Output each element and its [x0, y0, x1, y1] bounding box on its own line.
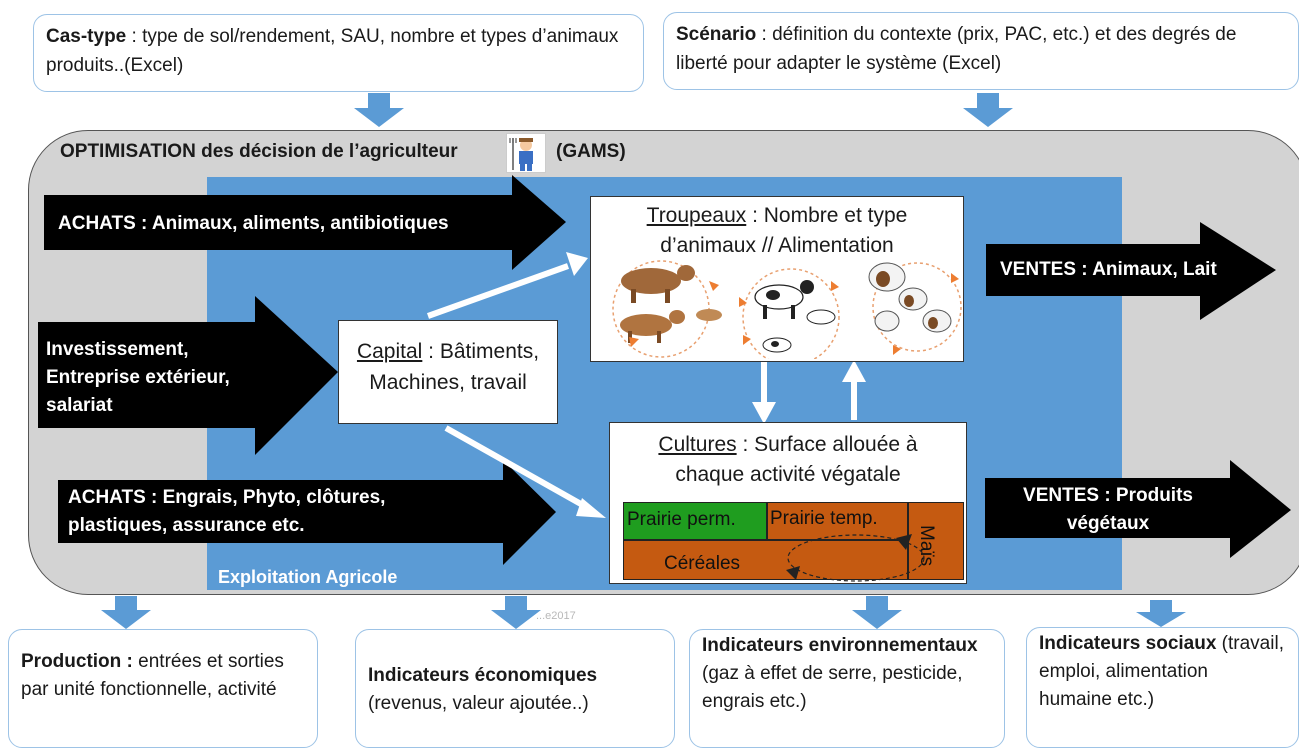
plot-prairie-temp-label: Prairie temp.	[770, 508, 878, 529]
ventes1-label: VENTES : Animaux, Lait	[1000, 259, 1217, 280]
plot-cereales: Céréales	[623, 540, 908, 580]
achats1-arrow	[44, 175, 566, 270]
achats1-label: ACHATS : Animaux, aliments, antibiotique…	[58, 213, 449, 234]
environmental-text: (gaz à effet de serre, pesticide, engrai…	[702, 663, 963, 712]
optimisation-title-text: OPTIMISATION des décision de l’agriculte…	[60, 141, 458, 162]
cultures-text1: : Surface allouée à	[736, 433, 918, 456]
plot-prairie-perm-label: Prairie perm.	[627, 509, 736, 530]
plot-cereales-label: Céréales	[664, 553, 741, 574]
troupeaux-title: Troupeaux	[646, 204, 747, 227]
economic-text: (revenus, valeur ajoutée..)	[368, 693, 589, 714]
achats2-line2: plastiques, assurance etc.	[68, 515, 305, 536]
capital-box: Capital : Bâtiments, Machines, travail	[338, 320, 558, 424]
plot-mais-label: Maïs	[916, 525, 937, 567]
down-arrow-eco	[491, 596, 541, 629]
ventes2-line2: végétaux	[1066, 513, 1150, 534]
down-arrow-cas-type	[354, 93, 404, 127]
sheep-icon	[868, 262, 952, 333]
down-arrow-soc	[1136, 600, 1186, 627]
cas-type-label: Cas-type	[46, 26, 127, 47]
optimisation-title: OPTIMISATION des décision de l’agriculte…	[60, 141, 458, 163]
production-label: Production :	[21, 651, 133, 672]
cas-type-text: : type de sol/rendement, SAU, nombre et …	[46, 26, 619, 76]
beef-cattle-icon	[620, 265, 722, 343]
social-text: (travail, emploi, alimentation humaine e…	[1039, 633, 1284, 710]
scenario-box: Scénario : définition du contexte (prix,…	[663, 12, 1299, 90]
production-box: Production : entrées et sorties par unit…	[8, 629, 318, 748]
capital-text1: : Bâtiments,	[422, 340, 540, 363]
achats2-line1: ACHATS : Engrais, Phyto, clôtures,	[68, 487, 386, 508]
social-label: Indicateurs sociaux	[1039, 633, 1217, 654]
capital-line2: Machines, travail	[369, 371, 527, 394]
economic-label: Indicateurs économiques	[368, 665, 598, 686]
ventes2-line1: VENTES : Produits	[1023, 485, 1193, 506]
gams-label: (GAMS)	[556, 141, 626, 162]
rotation-arrow-1	[896, 534, 912, 550]
farmer-icon	[506, 133, 546, 173]
environmental-box: Indicateurs environnementaux (gaz à effe…	[689, 629, 1005, 748]
herd-illustration	[612, 260, 962, 359]
plot-prairie-perm: Prairie perm.	[623, 502, 767, 540]
dairy-cattle-icon	[754, 280, 836, 353]
rotation-loop	[787, 534, 925, 582]
investissement-line1: Investissement,	[46, 339, 189, 360]
troupeaux-line1: Troupeaux : Nombre et type	[591, 201, 963, 231]
achats2-arrow	[58, 460, 556, 565]
cultures-line1: Cultures : Surface allouée à	[610, 430, 966, 460]
cas-type-box: Cas-type : type de sol/rendement, SAU, n…	[33, 14, 644, 92]
ventes2-arrow	[985, 460, 1291, 558]
down-arrow-scenario	[963, 93, 1013, 127]
feeding-arrows	[629, 273, 959, 355]
cultures-title: Cultures	[658, 433, 737, 456]
capital-title: Capital	[356, 340, 423, 363]
exploitation-label: Exploitation Agricole	[218, 567, 398, 587]
troupeaux-text1: : Nombre et type	[746, 204, 908, 227]
environmental-label: Indicateurs environnementaux	[702, 635, 978, 656]
rotation-arrow-2	[786, 566, 800, 580]
troupeaux-line2: d’animaux // Alimentation	[660, 234, 894, 257]
ventes1-arrow	[986, 222, 1276, 320]
scenario-text: : définition du contexte (prix, PAC, etc…	[676, 24, 1237, 74]
white-flow-arrows	[426, 252, 866, 518]
plot-prairie-temp: Prairie temp.	[767, 502, 908, 540]
investissement-line2: Entreprise extérieur,	[46, 367, 230, 388]
capital-line1: Capital : Bâtiments,	[339, 336, 557, 367]
investissement-label: Investissement, Entreprise extérieur, sa…	[46, 336, 230, 420]
down-arrow-env	[852, 596, 902, 629]
watermark: ...e2017	[536, 610, 576, 622]
social-box: Indicateurs sociaux (travail, emploi, al…	[1026, 627, 1299, 748]
ventes2-label: VENTES : Produits végétaux	[1008, 482, 1208, 538]
down-arrow-production	[101, 596, 151, 629]
troupeaux-box: Troupeaux : Nombre et type d’animaux // …	[590, 196, 964, 362]
production-text: entrées et sorties par unité fonctionnel…	[21, 651, 284, 700]
scenario-label: Scénario	[676, 24, 757, 45]
investissement-arrow	[38, 296, 338, 455]
achats2-label: ACHATS : Engrais, Phyto, clôtures, plast…	[68, 484, 385, 540]
economic-box: Indicateurs économiques (revenus, valeur…	[355, 629, 675, 748]
cultures-line2: chaque activité végatale	[675, 463, 901, 486]
investissement-line3: salariat	[46, 395, 113, 416]
